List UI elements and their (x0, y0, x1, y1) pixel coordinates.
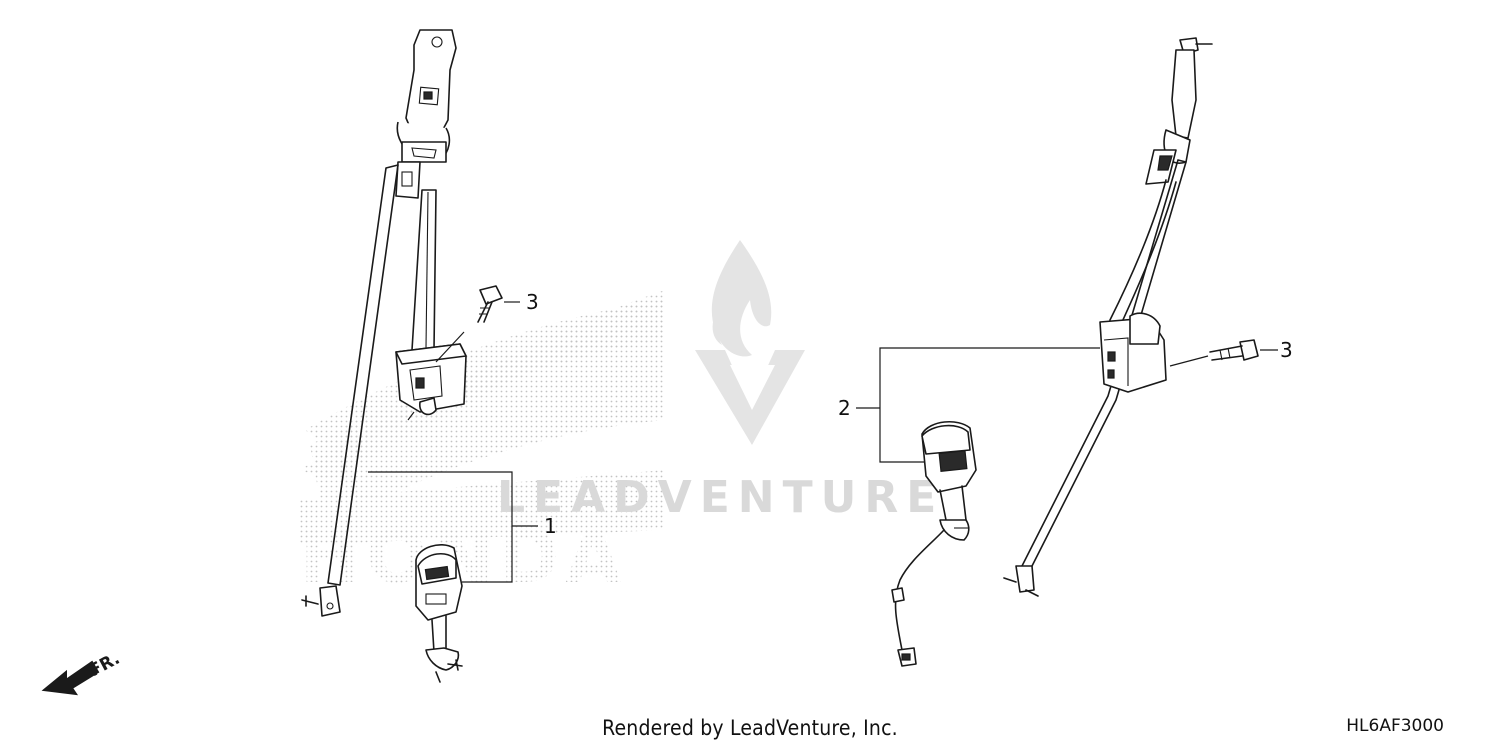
callout-right-buckle: 2 (838, 396, 851, 420)
footer-credit: Rendered by LeadVenture, Inc. (602, 716, 898, 740)
left-retractor-bolt (477, 285, 503, 323)
diagram-code: HL6AF3000 (1346, 716, 1444, 736)
flame-v-logo-icon (695, 240, 805, 445)
left-seat-belt-assembly (301, 29, 520, 617)
leadventure-watermark-text: LEADVENTURE (497, 472, 944, 523)
callout-left-bolt: 3 (526, 290, 539, 314)
callout-left-buckle: 1 (544, 514, 557, 538)
right-retractor-bolt (1209, 339, 1259, 361)
right-seat-belt-assembly (1003, 37, 1278, 597)
left-buckle-assembly (415, 544, 463, 683)
honda-wing-watermark: HONDA (300, 290, 665, 599)
callout-right-bolt: 3 (1280, 338, 1293, 362)
right-buckle-assembly (891, 421, 977, 667)
honda-wordmark-watermark: HONDA (300, 515, 627, 599)
front-direction-arrow-icon (41, 660, 100, 696)
